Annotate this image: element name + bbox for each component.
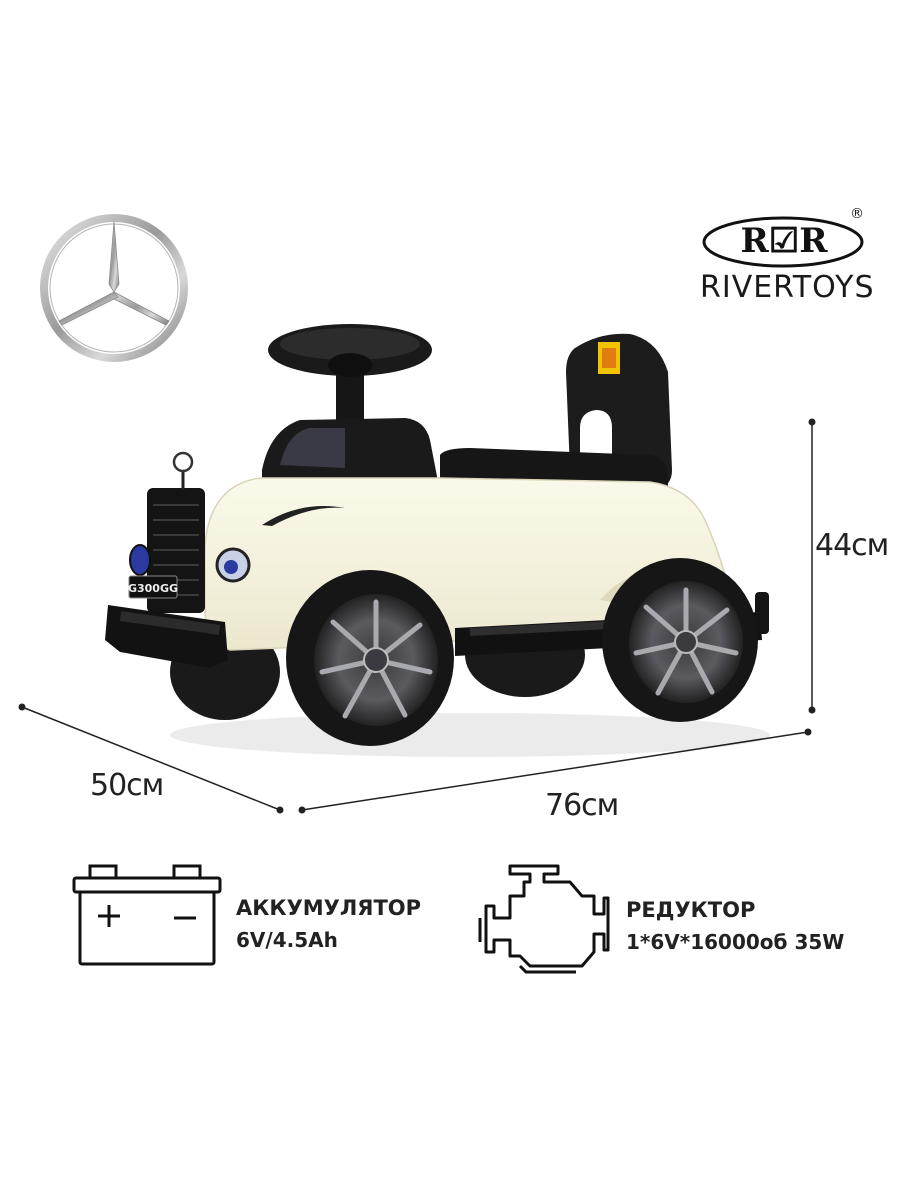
brand-name: RIVERTOYS [700, 270, 875, 305]
registered-mark: ® [850, 206, 864, 222]
height-label: 44см [815, 528, 889, 563]
gearbox-value: 1*6V*16000об 35W [626, 930, 845, 954]
length-line [301, 731, 809, 811]
logo-oval [702, 216, 864, 268]
front-wheel [286, 570, 454, 746]
width-label: 50см [90, 768, 164, 803]
rivertoys-logo: R☑R ® RIVERTOYS [700, 206, 874, 310]
rear-wheel [602, 558, 758, 722]
battery-value: 6V/4.5Ah [236, 928, 338, 952]
engine-icon [478, 864, 610, 974]
length-label: 76см [545, 788, 619, 823]
license-plate: G300GG [128, 582, 178, 595]
battery-spec: АККУМУЛЯТОР 6V/4.5Ah [70, 862, 422, 972]
mercedes-star-icon [40, 214, 188, 362]
gearbox-title: РЕДУКТОР [626, 898, 756, 922]
battery-title: АККУМУЛЯТОР [236, 896, 422, 920]
mercedes-emblem [38, 212, 190, 364]
logo-letters: R☑R [740, 221, 828, 261]
battery-icon [72, 864, 222, 966]
width-line [21, 706, 281, 811]
gearbox-spec: РЕДУКТОР 1*6V*16000об 35W [470, 858, 890, 978]
